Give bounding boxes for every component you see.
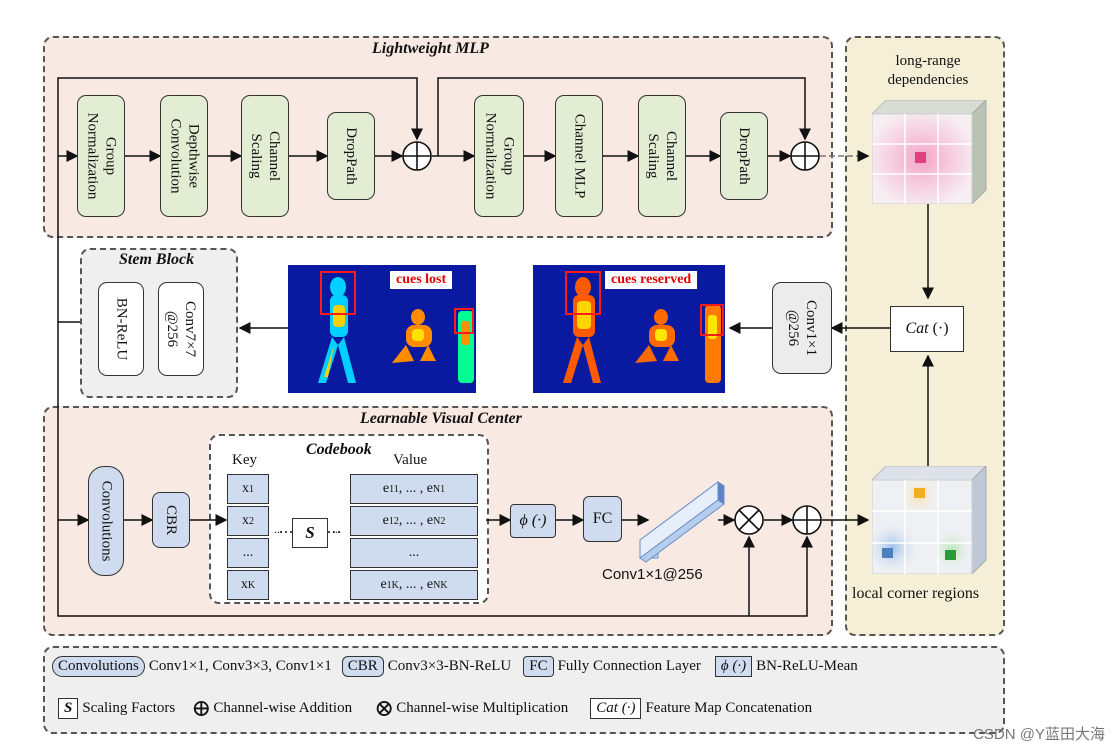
lvc-cbr: CBR bbox=[152, 492, 190, 548]
legend-phi-box: ϕ (·) bbox=[714, 656, 753, 677]
legend-scaling-text: Scaling Factors bbox=[82, 700, 176, 716]
mlp-block-droppath-1: DropPath bbox=[327, 112, 375, 200]
codebook-dots-left: ... bbox=[274, 522, 283, 536]
legend-cbr-text: Conv3×3-BN-ReLU bbox=[387, 658, 512, 674]
codebook-title: Codebook bbox=[306, 441, 372, 458]
key-cell: ... bbox=[227, 538, 269, 568]
conv1x1-output: Conv1×1 @256 bbox=[772, 282, 832, 374]
scaling-factor: S bbox=[292, 518, 328, 548]
legend-phi-text: BN-ReLU-Mean bbox=[756, 658, 858, 674]
mlp-block-group-norm-1: Group Normalization bbox=[77, 95, 125, 217]
legend-row-1: Convolutions Conv1×1, Conv3×3, Conv1×1 C… bbox=[52, 656, 858, 677]
legend-convolutions-text: Conv1×1, Conv3×3, Conv1×1 bbox=[148, 658, 332, 674]
long-range-dependencies-label: long-range dependencies bbox=[887, 53, 969, 88]
codebook-dots-right: ... bbox=[332, 522, 341, 536]
legend-fc-text: Fully Connection Layer bbox=[557, 658, 701, 674]
thermal-figures bbox=[318, 271, 474, 383]
thermal-image-cues-reserved: cues reserved bbox=[533, 265, 725, 393]
key-header: Key bbox=[232, 452, 257, 468]
cues-reserved-tag: cues reserved bbox=[605, 271, 698, 289]
legend-mul-text: Channel-wise Multiplication bbox=[396, 700, 569, 716]
phi-block: ϕ (·) bbox=[510, 504, 556, 538]
legend-add-text: Channel-wise Addition bbox=[213, 700, 353, 716]
legend-cat-box: Cat (·) bbox=[590, 698, 642, 719]
legend-mul-icon: ⊗ bbox=[374, 696, 395, 722]
mlp-block-channel-mlp: Channel MLP bbox=[555, 95, 603, 217]
stem-conv7x7: Conv7×7 @256 bbox=[158, 282, 204, 376]
legend-cat-text: Feature Map Concatenation bbox=[645, 700, 813, 716]
value-row: ... bbox=[350, 538, 478, 568]
feature-stack bbox=[639, 481, 725, 563]
legend-fc-box: FC bbox=[523, 656, 554, 677]
fc-block: FC bbox=[583, 496, 622, 542]
stem-block-title: Stem Block bbox=[119, 251, 195, 268]
mlp-block-channel-scaling-2: Channel Scaling bbox=[638, 95, 686, 217]
local-corner-cube bbox=[872, 466, 987, 574]
cat-concatenation: Cat (·) bbox=[890, 306, 964, 352]
conv-caption: Conv1×1@256 bbox=[602, 566, 703, 583]
stem-bn-relu: BN-ReLU bbox=[98, 282, 144, 376]
value-header: Value bbox=[393, 452, 428, 468]
legend-scaling-box: S bbox=[58, 698, 79, 719]
cues-lost-tag: cues lost bbox=[390, 271, 453, 289]
mlp-block-group-norm-2: Group Normalization bbox=[474, 95, 524, 217]
thermal-image-cues-lost: cues lost bbox=[288, 265, 476, 393]
long-range-cube bbox=[872, 100, 987, 204]
lvc-convolutions: Convolutions bbox=[88, 466, 124, 576]
watermark: CSDN @Y蓝田大海 bbox=[973, 726, 1105, 743]
mlp-block-droppath-2: DropPath bbox=[720, 112, 768, 200]
legend-convolutions-box: Convolutions bbox=[52, 656, 145, 677]
legend-row-2: S Scaling Factors ⊕ Channel-wise Additio… bbox=[58, 694, 812, 723]
lightweight-mlp-title: Lightweight MLP bbox=[372, 40, 489, 57]
lvc-title: Learnable Visual Center bbox=[360, 410, 522, 427]
thermal-figures-reserved bbox=[563, 271, 724, 383]
mlp-block-channel-scaling-1: Channel Scaling bbox=[241, 95, 289, 217]
legend-cbr-box: CBR bbox=[341, 656, 384, 677]
local-corner-regions-label: local corner regions bbox=[852, 585, 980, 602]
mlp-block-depthwise-conv: Depthwise Convolution bbox=[160, 95, 208, 217]
legend-add-icon: ⊕ bbox=[191, 696, 212, 722]
